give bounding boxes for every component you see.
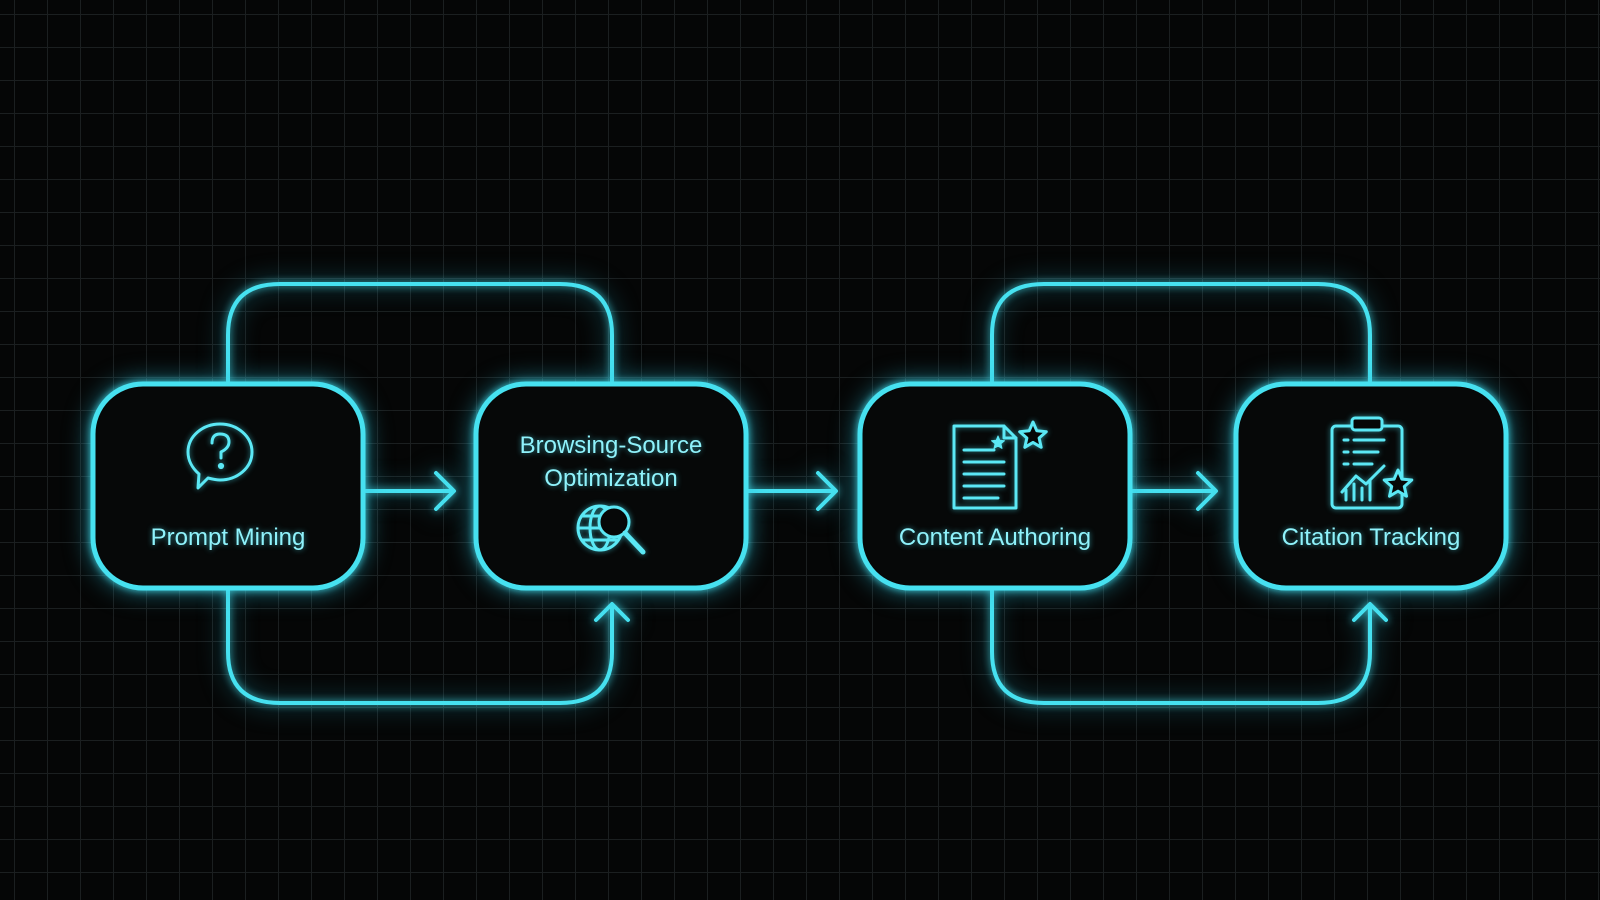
loop-top-authoring-to-citation <box>990 282 1372 383</box>
loop-bottom-prompt-to-browsing-arrowhead <box>594 602 630 622</box>
clipboard-chart-star-icon <box>1330 416 1414 510</box>
node-label-citation-tracking: Citation Tracking <box>1282 524 1461 551</box>
arrow-browsing-to-authoring-head <box>816 471 838 511</box>
loop-bottom-prompt-to-browsing <box>226 587 614 705</box>
loop-bottom-authoring-to-citation <box>990 587 1372 705</box>
node-box-browsing-source-optimization[interactable] <box>473 381 749 591</box>
node-label-browsing-source-line2: Optimization <box>544 465 677 492</box>
loop-top-prompt-to-browsing <box>226 282 614 383</box>
arrow-authoring-to-citation-head <box>1196 471 1218 511</box>
node-box-prompt-mining[interactable] <box>90 381 366 591</box>
node-label-content-authoring: Content Authoring <box>899 524 1091 551</box>
globe-magnifier-icon <box>576 504 646 555</box>
loop-bottom-authoring-to-citation-arrowhead <box>1352 602 1388 622</box>
question-speech-bubble-icon <box>186 422 254 490</box>
document-star-icon <box>952 420 1048 510</box>
arrow-prompt-to-browsing-head <box>434 471 456 511</box>
node-label-prompt-mining: Prompt Mining <box>151 524 306 551</box>
node-label-browsing-source-line1: Browsing-Source <box>520 432 703 459</box>
